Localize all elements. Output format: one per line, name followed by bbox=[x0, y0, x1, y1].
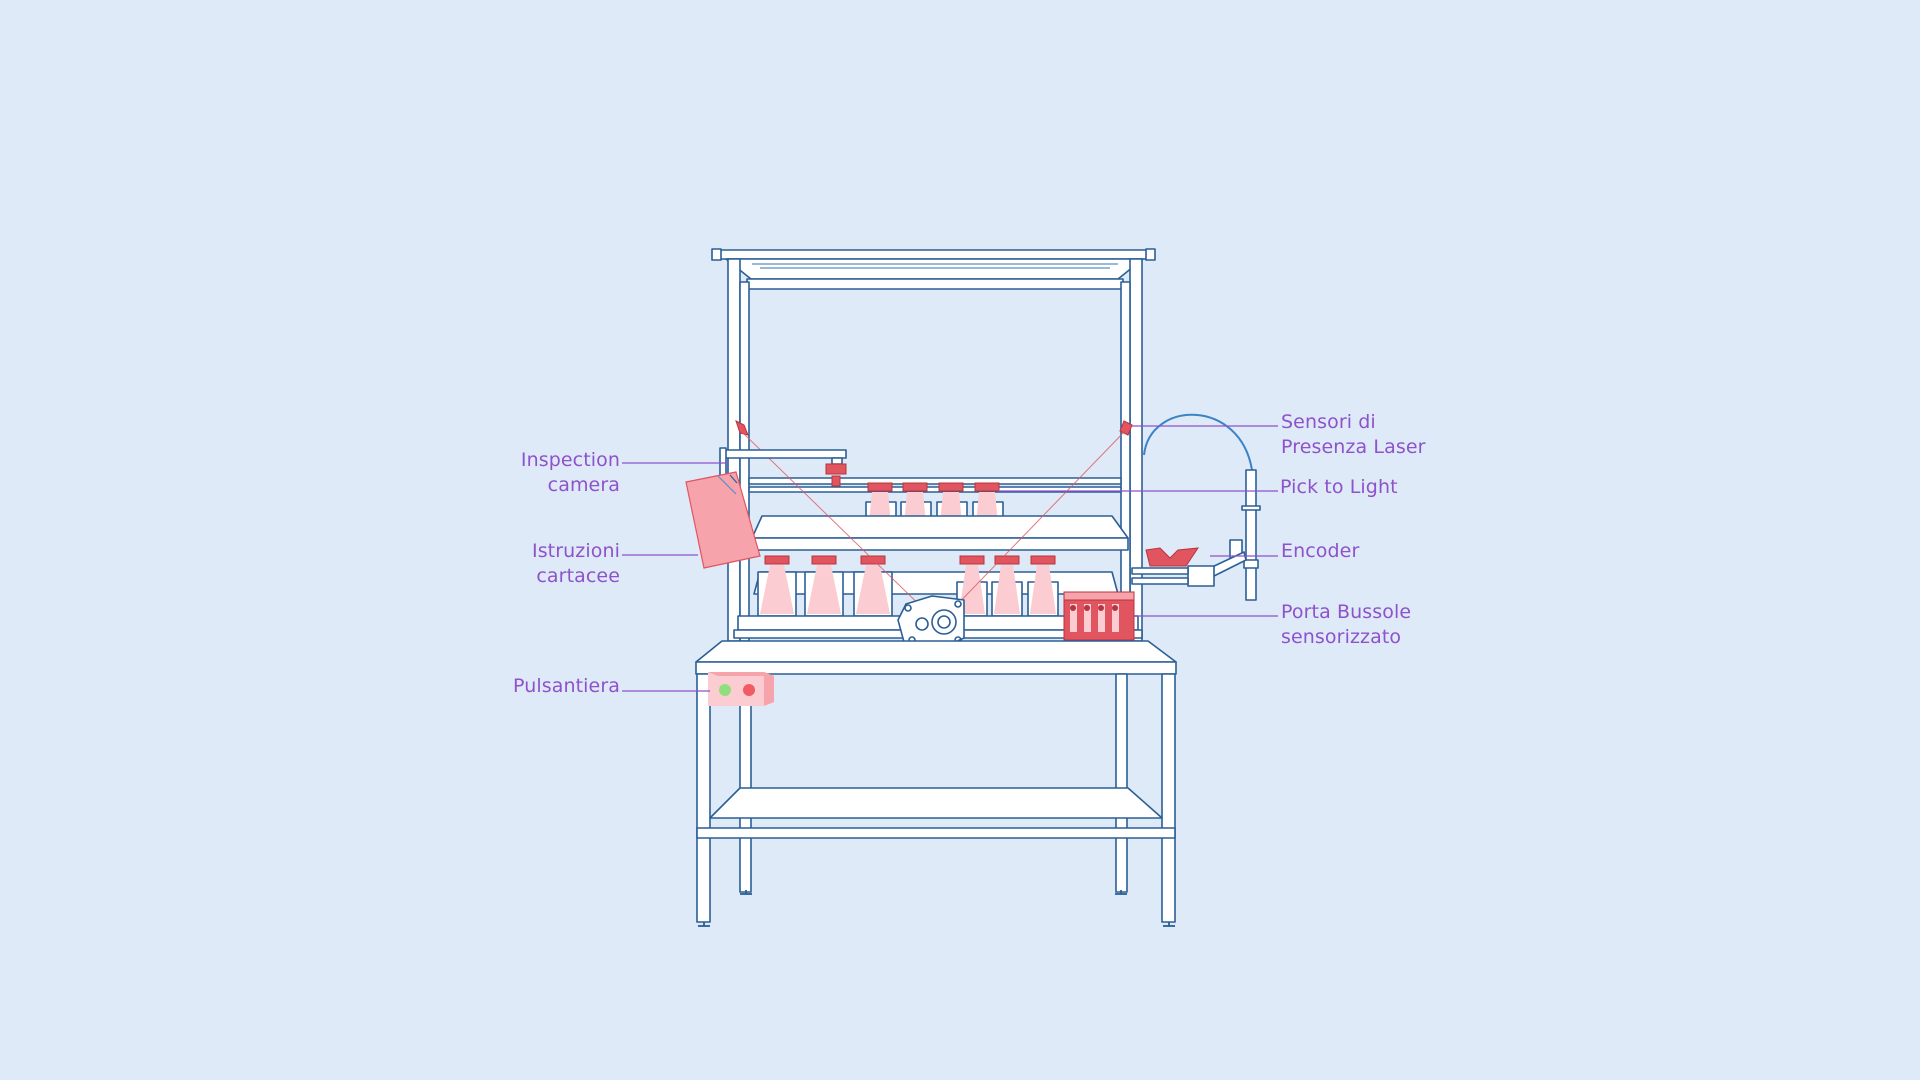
bench-top bbox=[695, 640, 1177, 675]
label-istruzioni-cartacee: Istruzioni cartacee bbox=[466, 539, 620, 589]
upper-shelf bbox=[751, 515, 1129, 551]
label-line: Pick to Light bbox=[1280, 476, 1398, 498]
label-line: Inspection bbox=[520, 449, 620, 471]
leader-lines bbox=[622, 425, 1278, 692]
label-pulsantiera: Pulsantiera bbox=[466, 674, 620, 699]
label-sensori-laser: Sensori di Presenza Laser bbox=[1281, 410, 1481, 460]
label-line: Pulsantiera bbox=[512, 675, 620, 697]
button-panel-icon bbox=[708, 672, 774, 706]
label-porta-bussole: Porta Bussole sensorizzato bbox=[1281, 600, 1481, 650]
paper-instructions-icon bbox=[685, 471, 761, 569]
label-line: Sensori di bbox=[1281, 411, 1376, 433]
label-line: cartacee bbox=[536, 565, 620, 587]
label-line: Encoder bbox=[1281, 540, 1360, 562]
label-line: Istruzioni bbox=[531, 540, 620, 562]
label-pick-to-light: Pick to Light bbox=[1280, 475, 1480, 500]
label-line: camera bbox=[547, 474, 620, 496]
bench-legs bbox=[696, 673, 1176, 927]
label-line: Presenza Laser bbox=[1281, 436, 1426, 458]
encoder-arm-icon bbox=[1131, 413, 1261, 601]
upper-rail bbox=[748, 477, 1122, 493]
laser-presence-sensor-icon bbox=[735, 420, 1133, 621]
label-inspection-camera: Inspection camera bbox=[466, 448, 620, 498]
bottom-shelf bbox=[696, 787, 1176, 839]
label-line: Porta Bussole bbox=[1281, 601, 1412, 623]
top-canopy bbox=[711, 248, 1156, 290]
label-encoder: Encoder bbox=[1281, 539, 1481, 564]
label-line: sensorizzato bbox=[1281, 626, 1402, 648]
sensorized-socket-holder-icon bbox=[1063, 591, 1135, 641]
lower-bins bbox=[753, 555, 1119, 617]
